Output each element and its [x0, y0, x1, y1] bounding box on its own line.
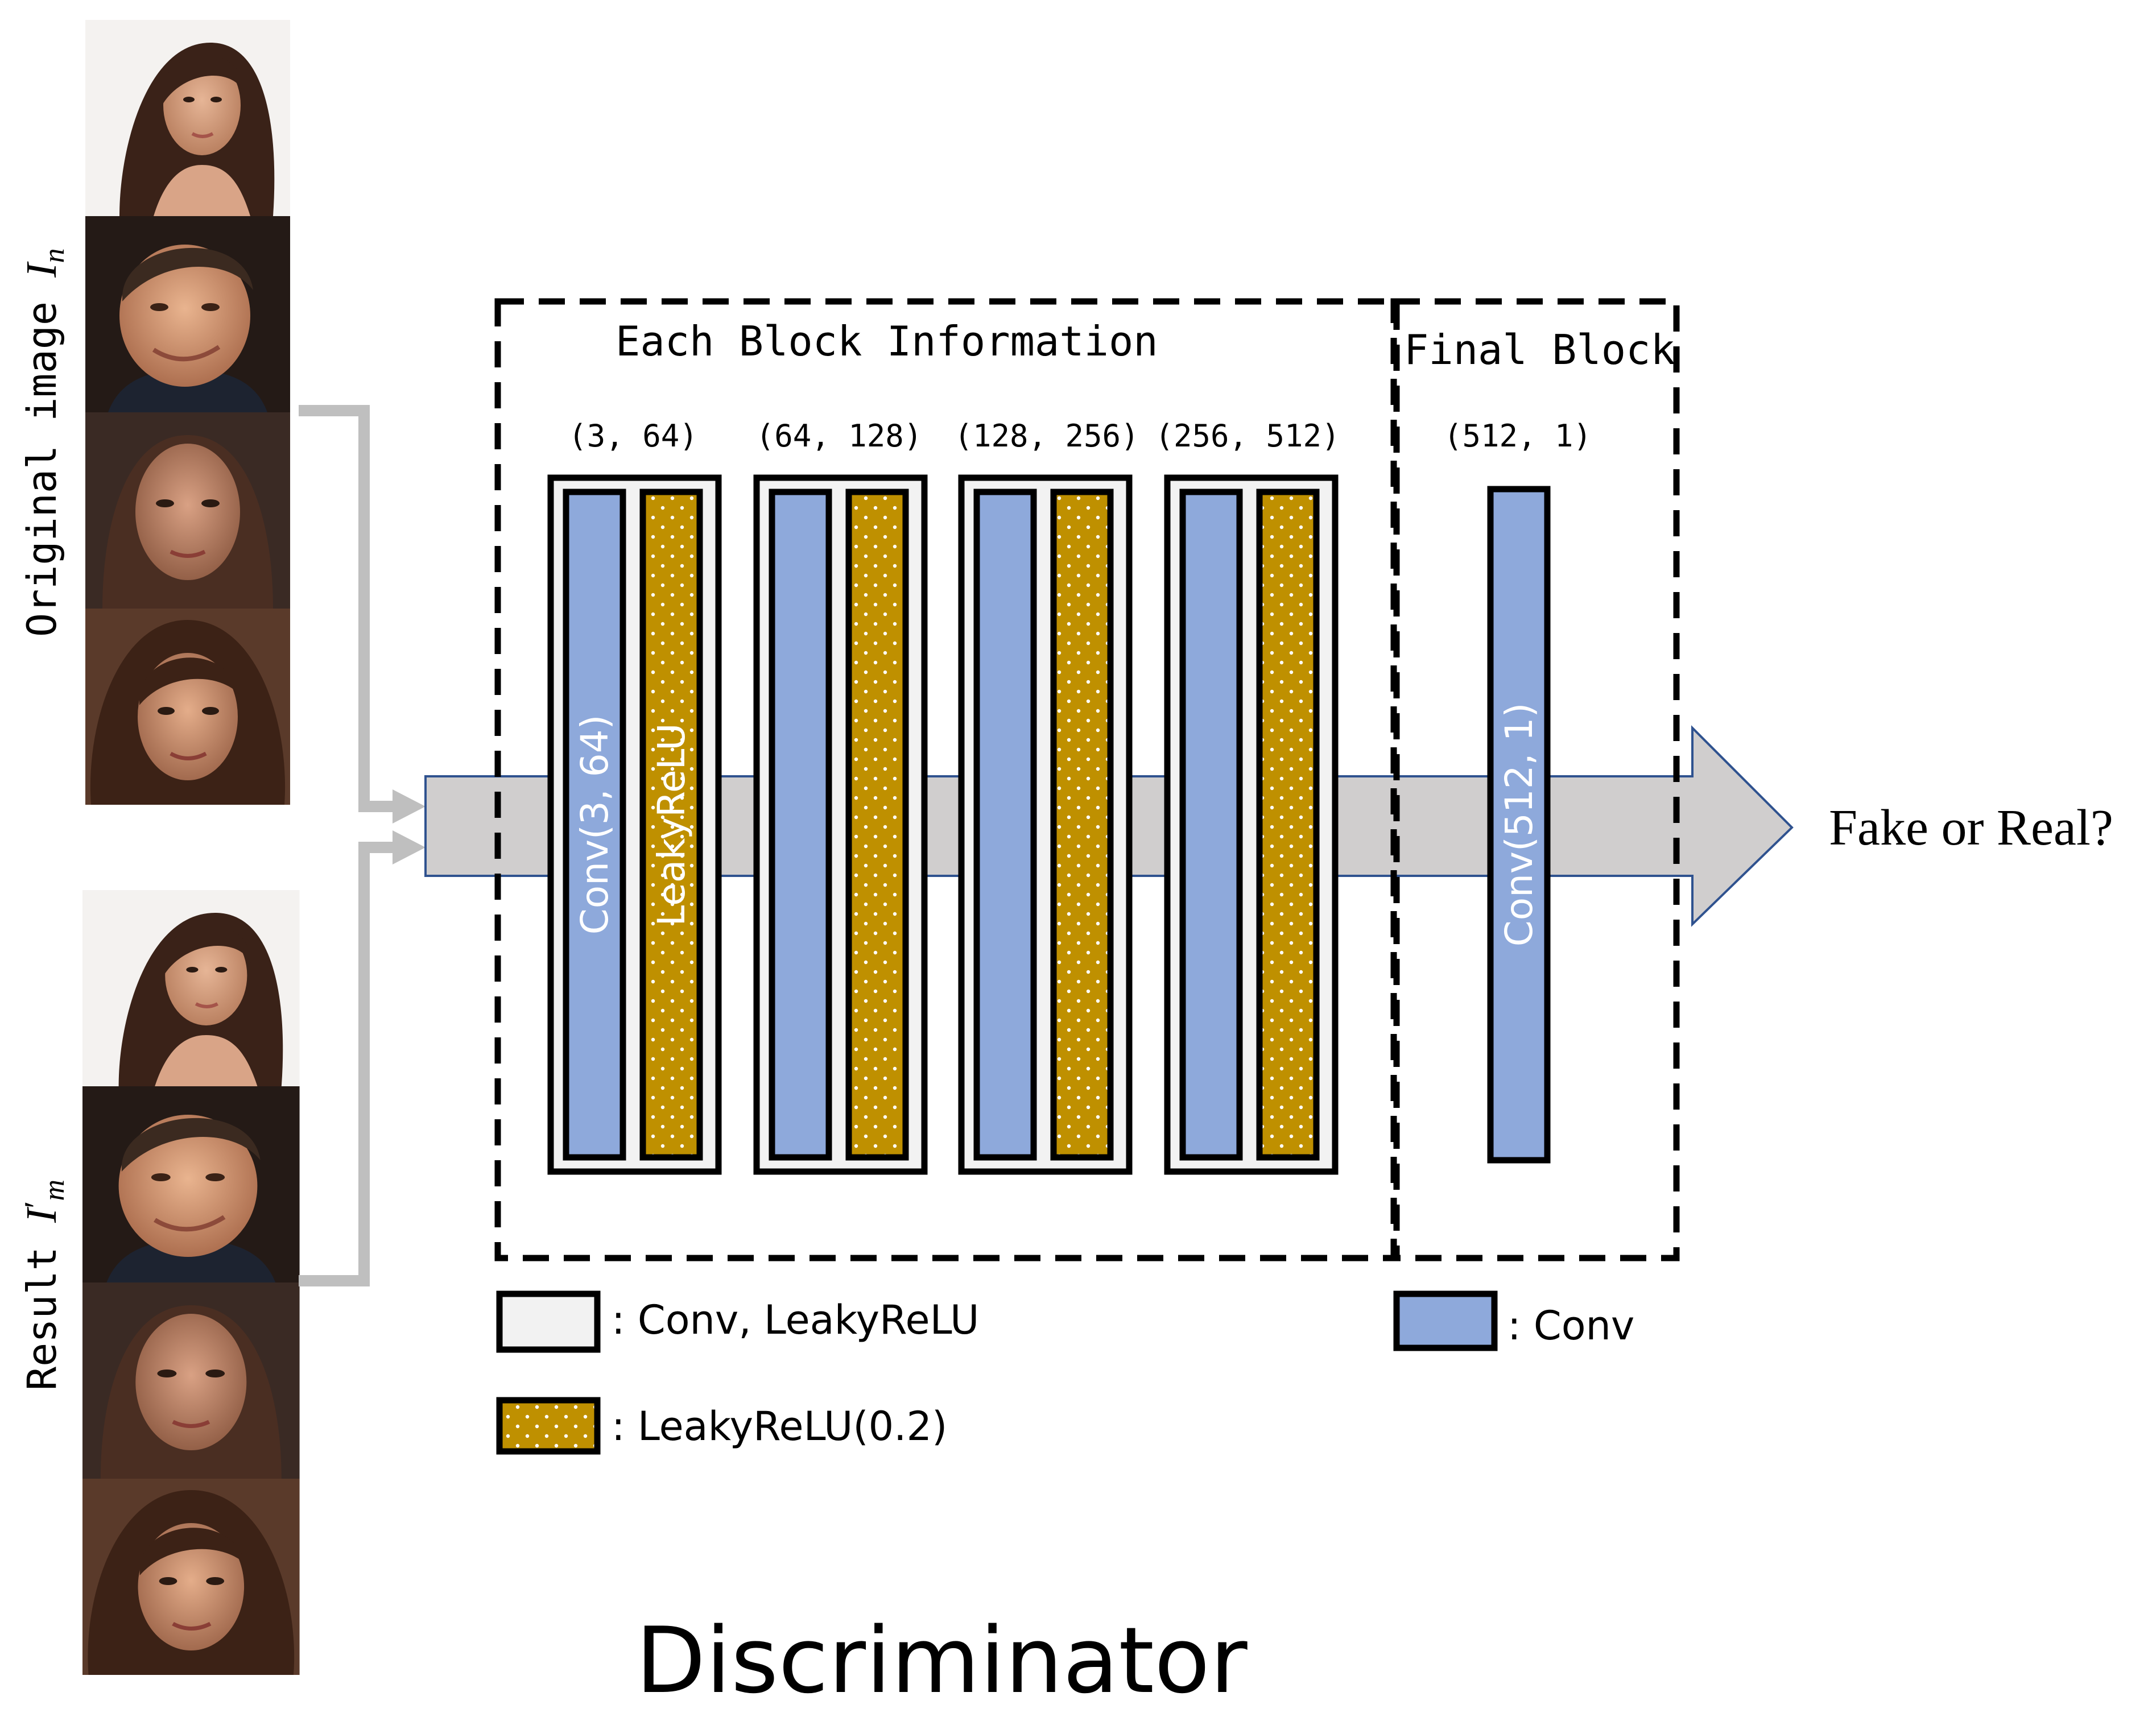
legend: : Conv, LeakyReLU : LeakyReLU(0.2) : Con…: [496, 1290, 1634, 1455]
original-face-3-icon: [85, 412, 290, 609]
each-block-dashed-box: [494, 298, 1400, 1261]
block-1-conv: [563, 489, 626, 1161]
original-face-2-icon: [85, 216, 290, 412]
block-3-shape: (128, 256): [954, 418, 1139, 454]
original-images-column: [85, 20, 290, 805]
block-1: Conv(3, 64) LeakyReLU: [547, 474, 722, 1175]
block-2-leakyrelu: [845, 489, 909, 1161]
block-3-leakyrelu: [1050, 489, 1114, 1161]
original-face-4-icon: [85, 609, 290, 805]
legend-block-swatch: [496, 1290, 601, 1353]
connector-arrowheads: [393, 789, 426, 864]
block-4-conv: [1179, 489, 1243, 1161]
input-connectors: [299, 405, 398, 1286]
block-1-relu-label: LeakyReLU: [650, 723, 693, 926]
result-face-1-icon: [82, 890, 300, 1086]
diagram-title: Discriminator: [635, 1607, 1248, 1714]
result-face-2-icon: [82, 1086, 300, 1282]
legend-relu-label: : LeakyReLU(0.2): [612, 1403, 947, 1450]
result-images-column: [82, 890, 300, 1675]
result-label: Result I′m: [18, 1180, 71, 1391]
block-2: [753, 474, 928, 1175]
block-1-shape: (3, 64): [568, 418, 698, 454]
legend-conv-label: : Conv: [1507, 1302, 1634, 1349]
final-block-dashed-box: [1390, 298, 1680, 1261]
original-image-label: Original image In: [18, 249, 71, 637]
block-1-leakyrelu: [639, 489, 703, 1161]
block-1-conv-label: Conv(3, 64): [573, 715, 617, 935]
final-block-title: Final Block: [1404, 326, 1675, 374]
legend-conv-swatch: [1393, 1290, 1498, 1351]
result-face-3-icon: [82, 1282, 300, 1479]
final-block-shape: (512, 1): [1444, 418, 1592, 454]
final-conv-label: Conv(512, 1): [1497, 703, 1541, 947]
block-3: [958, 474, 1133, 1175]
block-4: [1164, 474, 1339, 1175]
block-3-conv: [973, 489, 1037, 1161]
legend-relu-swatch: [496, 1397, 601, 1455]
block-4-shape: (256, 512): [1155, 418, 1340, 454]
final-block: Conv(512, 1): [1487, 486, 1551, 1164]
final-conv: [1487, 486, 1551, 1164]
result-face-4-icon: [82, 1479, 300, 1675]
block-2-shape: (64, 128): [756, 418, 923, 454]
block-2-conv: [769, 489, 832, 1161]
each-block-title: Each Block Information: [616, 317, 1158, 365]
block-4-leakyrelu: [1256, 489, 1320, 1161]
legend-block-label: : Conv, LeakyReLU: [612, 1297, 979, 1343]
output-label: Fake or Real?: [1829, 800, 2113, 856]
original-face-1-icon: [85, 20, 290, 216]
